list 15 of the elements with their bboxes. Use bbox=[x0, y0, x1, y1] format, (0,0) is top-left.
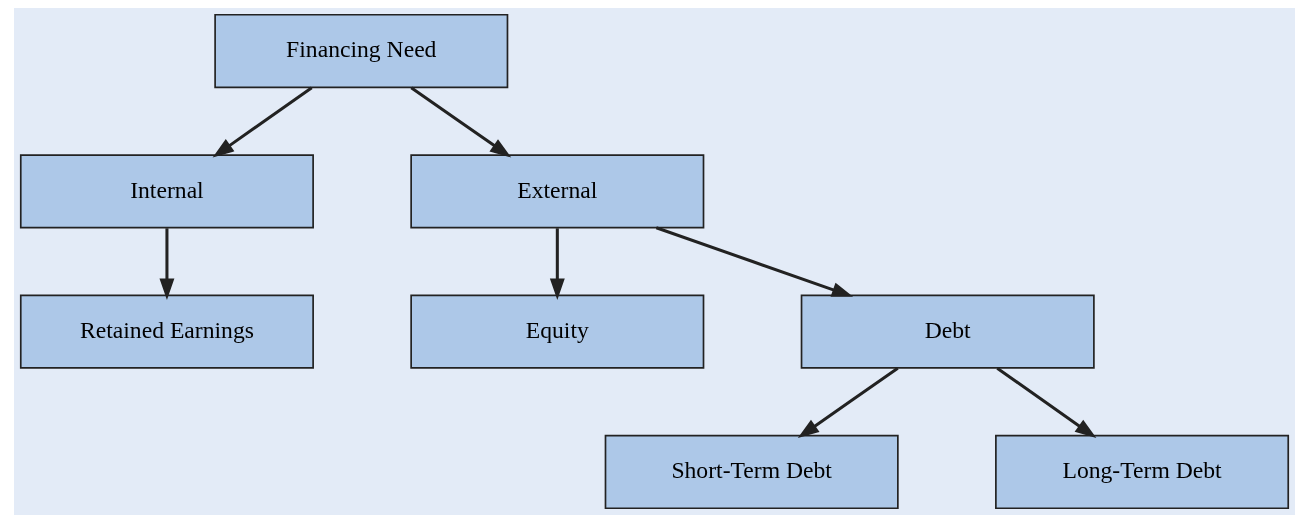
node-box: Financing Need bbox=[214, 13, 509, 89]
node-box: Debt bbox=[800, 294, 1095, 369]
node-box: Long-Term Debt bbox=[995, 434, 1290, 510]
arrow bbox=[159, 228, 175, 300]
node-box: Internal bbox=[19, 154, 314, 229]
arrow bbox=[410, 86, 512, 158]
node-box: External bbox=[410, 154, 705, 229]
arrow bbox=[797, 366, 899, 438]
arrow bbox=[996, 366, 1097, 439]
arrow bbox=[549, 228, 565, 300]
arrow bbox=[212, 86, 313, 158]
node-box: Equity bbox=[410, 294, 705, 369]
node-box: Retained Earnings bbox=[19, 294, 314, 369]
node-box: Short-Term Debt bbox=[604, 434, 899, 510]
arrow bbox=[655, 226, 854, 297]
